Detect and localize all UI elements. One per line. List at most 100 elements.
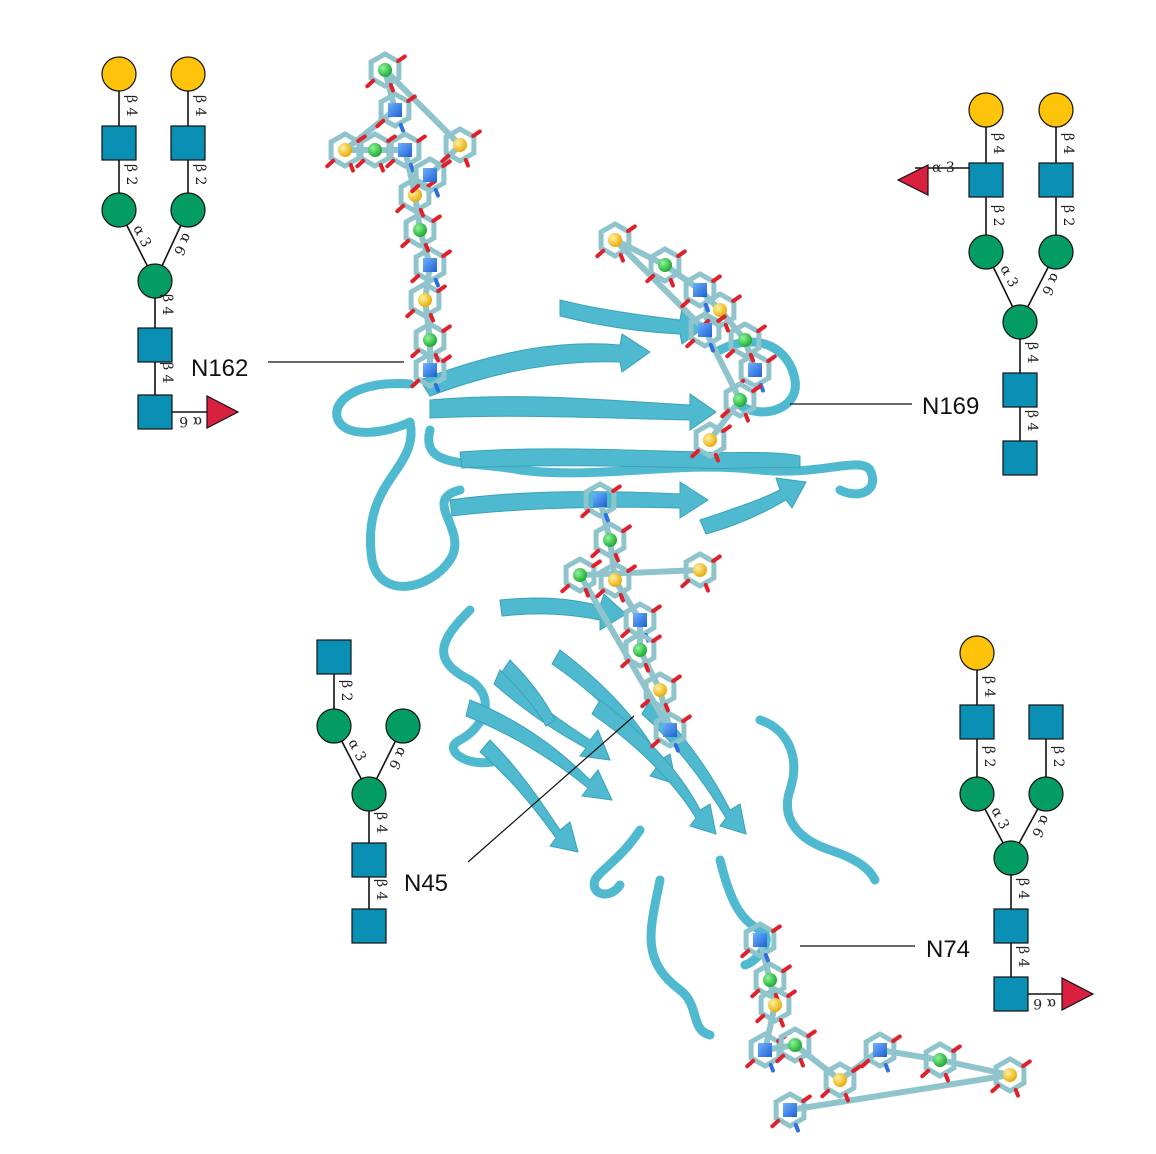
glcnac-square-icon	[1028, 704, 1064, 740]
galactose-sphere-marker	[608, 233, 622, 247]
atom-stub	[806, 1029, 817, 1038]
glcnac-square-icon	[101, 125, 137, 161]
atom-stub	[426, 179, 437, 188]
linkage-label: β 2	[981, 746, 997, 767]
atom-stub	[416, 134, 427, 143]
fucose-triangle-icon	[1061, 977, 1095, 1011]
atom-stub	[883, 1062, 890, 1073]
mannose-sphere-marker	[378, 63, 392, 77]
protein-coil	[332, 378, 465, 591]
atom-stub	[611, 484, 622, 493]
glycan-stick-bond	[402, 147, 418, 198]
mannose-sphere-marker	[733, 393, 747, 407]
atom-stub	[671, 674, 682, 683]
glycan-stick-bond	[787, 1072, 1013, 1113]
linkage-label: β 4	[1024, 342, 1040, 364]
protein-coil	[646, 875, 715, 1040]
protein-coil	[439, 605, 505, 768]
protein-strand	[465, 699, 613, 801]
atom-stub	[1021, 1059, 1032, 1068]
glcnac-cube-marker	[693, 283, 707, 297]
linkage-label: β 4	[1015, 878, 1031, 900]
atom-stub	[626, 564, 637, 573]
galactose-sphere-marker	[703, 433, 717, 447]
atom-stub	[433, 187, 440, 198]
glcnac-square-icon	[137, 394, 173, 430]
atom-stub	[560, 583, 571, 594]
atom-stub	[680, 578, 691, 589]
linkage-label: α 3	[996, 263, 1021, 291]
glcnac-cube-marker	[633, 613, 647, 627]
atom-stub	[768, 1062, 775, 1073]
glcnac-cube-marker	[783, 1103, 797, 1117]
glcnac-cube-marker	[753, 933, 767, 947]
mannose-sphere-marker	[633, 643, 647, 657]
linkage-label: β 2	[1050, 746, 1066, 767]
linkage-label: α 3	[129, 223, 154, 251]
atom-stub	[723, 322, 730, 333]
galactose-sphere-marker	[693, 563, 707, 577]
atom-stub	[990, 1083, 1001, 1094]
glcnac-square-icon	[993, 976, 1029, 1012]
galactose-circle-icon	[170, 56, 206, 92]
atom-stub	[356, 134, 367, 143]
atom-stub	[798, 1057, 805, 1068]
atom-stub	[626, 224, 637, 233]
site-label-n162: N162	[191, 355, 248, 382]
linkage-label: α 6	[385, 744, 410, 772]
atom-stub	[471, 129, 482, 138]
protein-strand	[479, 739, 579, 853]
atom-stub	[1013, 1087, 1020, 1098]
atom-stub	[920, 1068, 931, 1079]
atom-stub	[441, 249, 452, 258]
atom-stub	[748, 352, 755, 363]
atom-stub	[433, 382, 440, 393]
linkage-label: α 3	[987, 805, 1012, 833]
linkage-label: β 2	[123, 164, 139, 185]
atom-stub	[325, 158, 336, 169]
glcnac-cube-marker	[663, 723, 677, 737]
atom-stub	[431, 214, 442, 223]
atom-stub	[640, 698, 651, 709]
galactose-sphere-marker	[453, 138, 467, 152]
atom-stub	[703, 582, 710, 593]
atom-stub	[820, 1088, 831, 1099]
linkage-label: α 3	[344, 737, 369, 765]
glcnac-square-icon	[351, 842, 387, 878]
mannose-circle-icon	[993, 840, 1029, 876]
linkage-label: β 4	[1024, 410, 1040, 432]
linkage-label: α 6	[1028, 812, 1053, 840]
mannose-circle-icon	[170, 192, 206, 228]
atom-stub	[405, 308, 416, 319]
glcnac-cube-marker	[593, 493, 607, 507]
atom-stub	[365, 78, 376, 89]
protein-strand	[699, 477, 807, 535]
mannose-circle-icon	[385, 708, 421, 744]
atom-stub	[766, 354, 777, 363]
atom-stub	[771, 924, 782, 933]
mannose-circle-icon	[1028, 776, 1064, 812]
atom-stub	[793, 1122, 800, 1133]
atom-stub	[386, 134, 397, 143]
atom-stub	[441, 354, 452, 363]
atom-stub	[763, 952, 770, 963]
linkage-label: α 3	[932, 160, 955, 176]
atom-stub	[613, 552, 620, 563]
mannose-sphere-marker	[413, 223, 427, 237]
atom-stub	[436, 284, 447, 293]
glcnac-cube-marker	[398, 143, 412, 157]
linkage-label: α 6	[179, 413, 202, 429]
glycan-stick-bond	[637, 647, 663, 693]
glycan-stick-bond	[342, 107, 398, 153]
atom-stub	[685, 338, 696, 349]
atom-stub	[690, 448, 701, 459]
glycan-stick-bond	[792, 1042, 843, 1083]
atom-stub	[743, 412, 750, 423]
protein-ribbon-structure	[325, 51, 1032, 1133]
atom-stub	[423, 242, 430, 253]
glcnac-cube-marker	[388, 103, 402, 117]
atom-stub	[603, 512, 610, 523]
protein-strand	[559, 299, 707, 345]
atom-stub	[851, 1064, 862, 1073]
atom-stub	[720, 408, 731, 419]
